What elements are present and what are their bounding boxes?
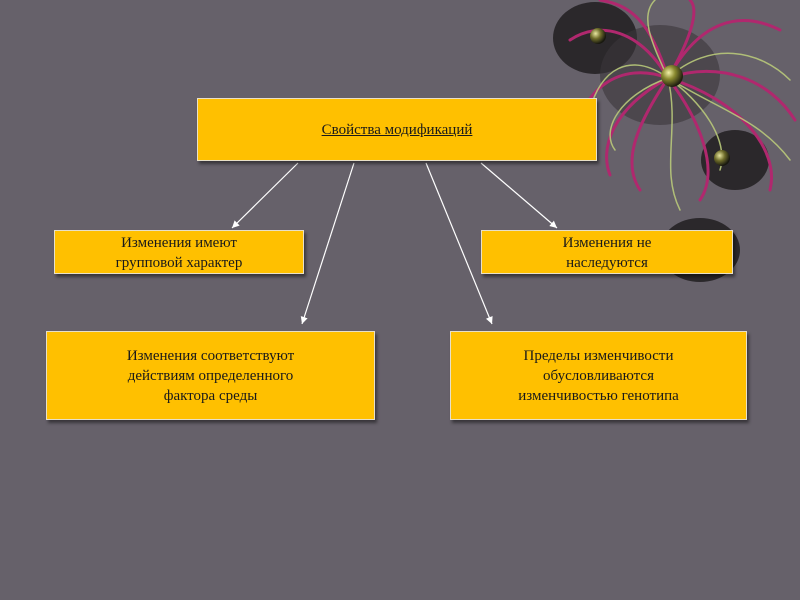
node-environment-factor: Изменения соответствуют действиям опреде… (46, 331, 375, 420)
arrow-to-not-inherited (480, 162, 558, 229)
node-variability-limits-line1: Пределы изменчивости (523, 348, 674, 364)
node-group-character-line1: Изменения имеют (121, 235, 237, 251)
node-variability-limits-line2: обусловливаются (543, 368, 654, 384)
arrow-to-group (231, 162, 299, 229)
arrow-to-limits (425, 162, 493, 325)
node-variability-limits-line3: изменчивостью генотипа (518, 388, 679, 404)
node-not-inherited-line1: Изменения не (562, 235, 652, 251)
arrow-to-factor (300, 162, 355, 325)
node-not-inherited: Изменения не наследуются (481, 230, 733, 274)
node-group-character: Изменения имеют групповой характер (54, 230, 304, 274)
node-variability-limits: Пределы изменчивости обусловливаются изм… (450, 331, 747, 420)
root-node-label: Свойства модификаций (321, 122, 473, 138)
node-not-inherited-line2: наследуются (566, 255, 648, 271)
root-node: Свойства модификаций (197, 98, 597, 161)
node-environment-factor-line2: действиям определенного (127, 368, 294, 384)
node-environment-factor-line3: фактора среды (163, 388, 258, 404)
node-environment-factor-line1: Изменения соответствуют (126, 348, 295, 364)
node-group-character-line2: групповой характер (115, 255, 243, 271)
